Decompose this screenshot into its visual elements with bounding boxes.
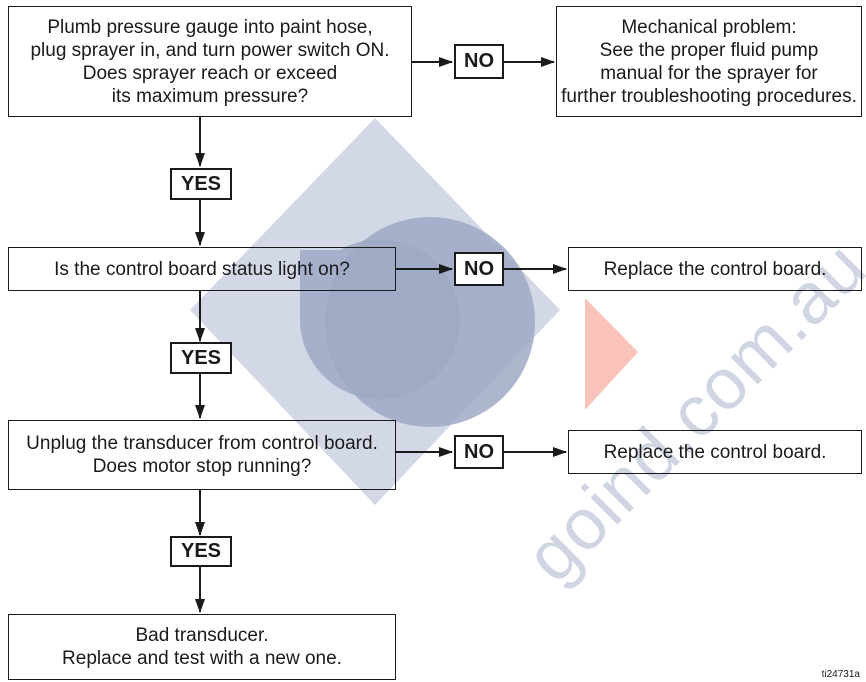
result-box-bad-transducer: Bad transducer. Replace and test with a … [8,614,396,680]
figure-code: ti24731a [821,669,860,680]
result-box-replace-board-1: Replace the control board. [568,247,862,291]
no-label-1: NO [454,44,504,79]
no-label-2: NO [454,252,504,286]
result-box-mechanical-problem: Mechanical problem: See the proper fluid… [556,6,862,117]
no-label-3: NO [454,435,504,469]
yes-label-1: YES [170,168,232,200]
question-box-status-light: Is the control board status light on? [8,247,396,291]
yes-label-3: YES [170,536,232,567]
yes-label-2: YES [170,342,232,374]
question-box-unplug-transducer: Unplug the transducer from control board… [8,420,396,490]
result-box-replace-board-2: Replace the control board. [568,430,862,474]
question-box-pressure: Plumb pressure gauge into paint hose, pl… [8,6,412,117]
